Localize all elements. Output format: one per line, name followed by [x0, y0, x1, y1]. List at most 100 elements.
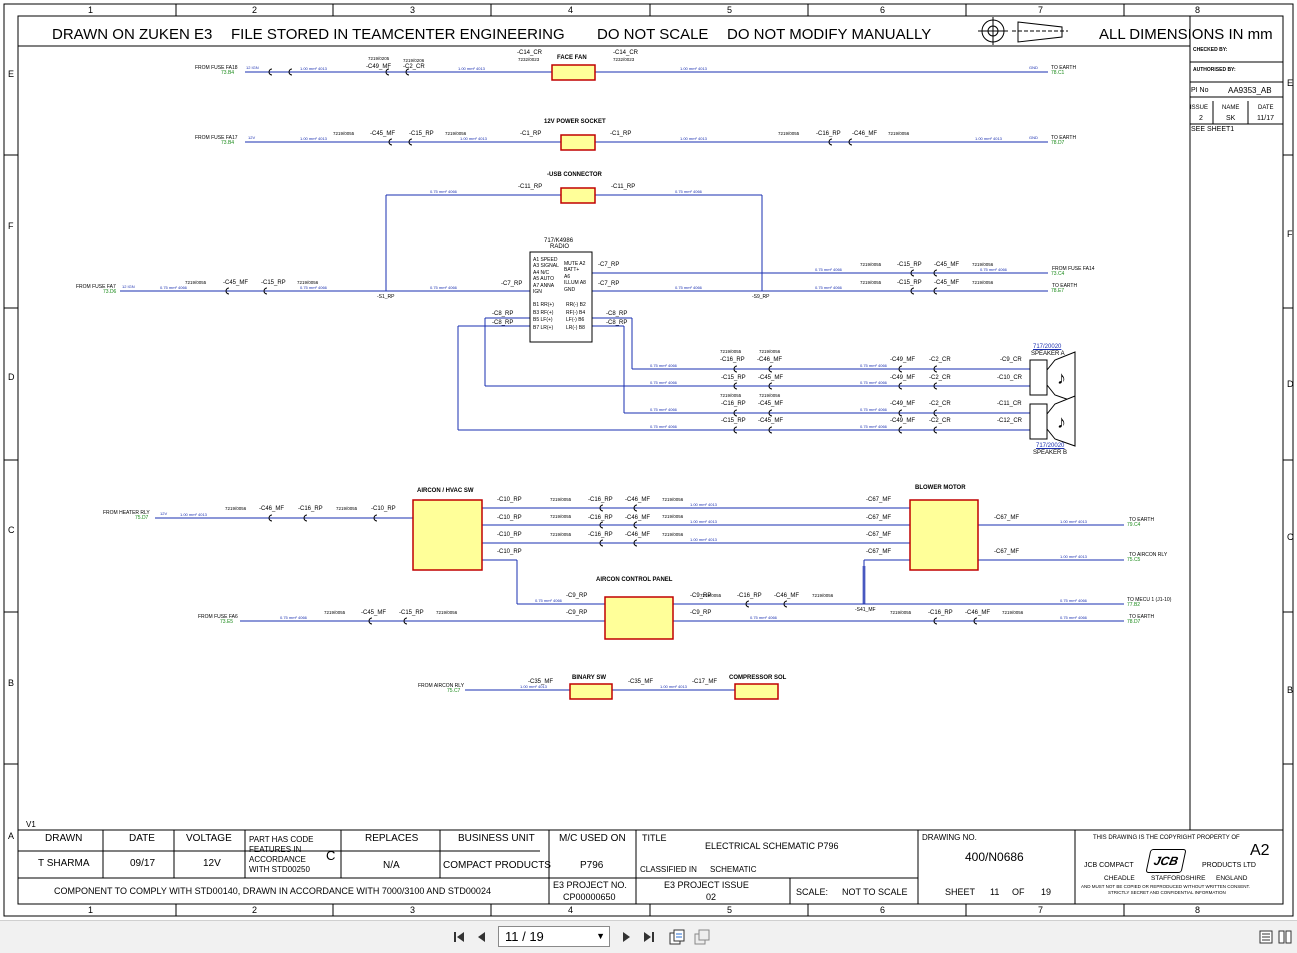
aircon-sw-n55: 7219/0056 [225, 506, 247, 511]
comply-text: COMPONENT TO COMPLY WITH STD00140, DRAWN… [54, 886, 491, 896]
blower-to4-ref: 78.D7 [1127, 619, 1141, 625]
of-label: OF [1012, 887, 1025, 897]
speaker-row3-n55: 7219/0055 [720, 393, 742, 398]
page-number-input[interactable]: 11 / 19 ▼ [498, 926, 610, 947]
previous-page-button[interactable] [472, 927, 492, 947]
zone-column-bottom-4: 4 [568, 905, 574, 915]
power-socket-to-ref: 78.D7 [1051, 140, 1065, 146]
radio-c7c: -C7_RP [501, 281, 523, 287]
aircon-sw-volts: 12V [160, 511, 168, 516]
speaker-c12: -C12_CR [997, 418, 1023, 424]
copy-page-button[interactable] [667, 927, 687, 947]
usb-title: -USB CONNECTOR [547, 172, 602, 178]
radio-c7b: -C7_RP [598, 281, 620, 287]
face-fan-to-ref: 78.C1 [1051, 70, 1065, 76]
speaker-row2-c49: -C49_MF [890, 375, 916, 381]
copy-page-alt-button[interactable] [692, 927, 712, 947]
face-fan-c1n: 7219/0205 [368, 56, 390, 61]
face-fan-c1: -C49_MF [366, 64, 392, 70]
connector-symbol [910, 287, 915, 295]
see-sheet-label: SEE SHEET1 [1191, 126, 1235, 133]
scale-value: NOT TO SCALE [842, 887, 908, 897]
blower-c67-f: -C67_MF [994, 549, 1020, 555]
speaker-row4-c49: -C49_MF [890, 418, 916, 424]
speaker-c11: -C11_CR [997, 401, 1022, 407]
radio-pin-label: B3 RF(+) [533, 309, 554, 316]
svg-text:1.00 mm² 4013: 1.00 mm² 4013 [680, 66, 708, 71]
date-value-rev: 11/17 [1257, 115, 1274, 122]
replaces-value: N/A [383, 860, 400, 871]
next-page-button[interactable] [616, 927, 636, 947]
connector-symbol [898, 365, 903, 373]
zone-column-bottom-1: 1 [88, 905, 94, 915]
svg-text:1.00 mm² 4013: 1.00 mm² 4013 [300, 136, 328, 141]
speaker-a-part: 717/20020 [1033, 344, 1062, 350]
connector-symbol [828, 138, 833, 146]
svg-text:0.75 mm² 4066: 0.75 mm² 4066 [1060, 615, 1088, 620]
speaker-row3-c2: -C2_CR [929, 401, 951, 407]
face-fan-volts: 12 IGN [246, 65, 259, 70]
checked-by-label: CHECKED BY: [1193, 47, 1228, 53]
face-fan-from-ref: 73.B4 [221, 70, 235, 76]
radio-pin-label: LR(-) B8 [566, 324, 585, 331]
radio-right-c45a: -C45_MF [934, 262, 960, 268]
two-page-view-button[interactable] [1275, 927, 1295, 947]
radio-s9: -S9_RP [752, 294, 770, 300]
power-socket-c1: -C45_MF [370, 131, 396, 137]
radio-pin-label: A1 SPEED [533, 257, 558, 263]
e3-issue-label: E3 PROJECT ISSUE [664, 880, 749, 890]
e3-project-label: E3 PROJECT NO. [553, 880, 627, 890]
single-page-view-button[interactable] [1256, 927, 1276, 947]
usb-box [560, 187, 596, 204]
aircon-panel-c46b: -C46_MF [965, 610, 991, 616]
svg-text:1.00 mm² 4013: 1.00 mm² 4013 [458, 66, 486, 71]
radio-from-ref: 73.D6 [103, 289, 117, 295]
connector-symbol [733, 382, 738, 390]
radio-right-c45b: -C45_MF [934, 280, 960, 286]
svg-text:1.00 mm² 4013: 1.00 mm² 4013 [460, 136, 488, 141]
radio-pin-label: A5 AUTO [533, 276, 555, 283]
last-page-button[interactable] [639, 927, 659, 947]
aircon-sw-c46: -C46_MF [259, 506, 285, 512]
svg-text:1.00 mm² 4013: 1.00 mm² 4013 [680, 136, 708, 141]
zone-row-c-left: C [8, 525, 15, 535]
speaker-row3-c16: -C16_RP [721, 401, 746, 407]
connector-symbol [973, 617, 978, 625]
hvac-row2-n55: 7219/0055 [550, 514, 572, 519]
code-text-1: PART HAS CODE [249, 835, 314, 844]
classified-value: SCHEMATIC [710, 865, 757, 874]
svg-text:0.75 mm² 4066: 0.75 mm² 4066 [650, 380, 678, 385]
aircon-sw-n56: 7219/0055 [336, 506, 358, 511]
speaker-row3-n56: 7219/0056 [759, 393, 781, 398]
title-value: ELECTRICAL SCHEMATIC P796 [705, 841, 839, 851]
power-socket-to: TO EARTH [1051, 135, 1077, 141]
radio-right-n56b: 7219/0056 [972, 280, 994, 285]
connector-symbol [933, 269, 938, 277]
svg-text:1.00 mm² 4013: 1.00 mm² 4013 [690, 519, 718, 524]
sheet-value: 11 [990, 887, 1000, 897]
first-page-button[interactable] [449, 927, 469, 947]
aircon-panel-n56c: 7219/0056 [1002, 610, 1024, 615]
zone-column-bottom-2: 2 [252, 905, 258, 915]
binary-sw-from-ref: 75.C7 [447, 688, 461, 694]
compressor-title: COMPRESSOR SOL [729, 675, 787, 681]
svg-text:0.75 mm² 4066: 0.75 mm² 4066 [650, 407, 678, 412]
svg-text:0.75 mm² 4066: 0.75 mm² 4066 [815, 267, 843, 272]
e3-project-value: CP00000650 [563, 892, 616, 902]
svg-text:0.75 mm² 4066: 0.75 mm² 4066 [860, 407, 888, 412]
svg-text:1.00 mm² 4013: 1.00 mm² 4013 [1060, 554, 1088, 559]
power-socket-n2b: 7219/0056 [888, 131, 910, 136]
power-socket-c4: -C1_RP [610, 131, 632, 137]
two-page-view-icon [1278, 930, 1292, 944]
speaker-row1-n55: 7219/0055 [720, 349, 742, 354]
connector-symbol [403, 617, 408, 625]
name-value: SK [1226, 115, 1236, 122]
connector-symbol [268, 514, 273, 522]
radio-volts: 12 IGN [122, 284, 135, 289]
speaker-row1-c16: -C16_RP [720, 357, 745, 363]
radio-title: RADIO [550, 244, 570, 250]
aircon-sw-from: FROM HEATER RLY [103, 510, 150, 516]
address-1: CHEADLE [1104, 875, 1135, 882]
